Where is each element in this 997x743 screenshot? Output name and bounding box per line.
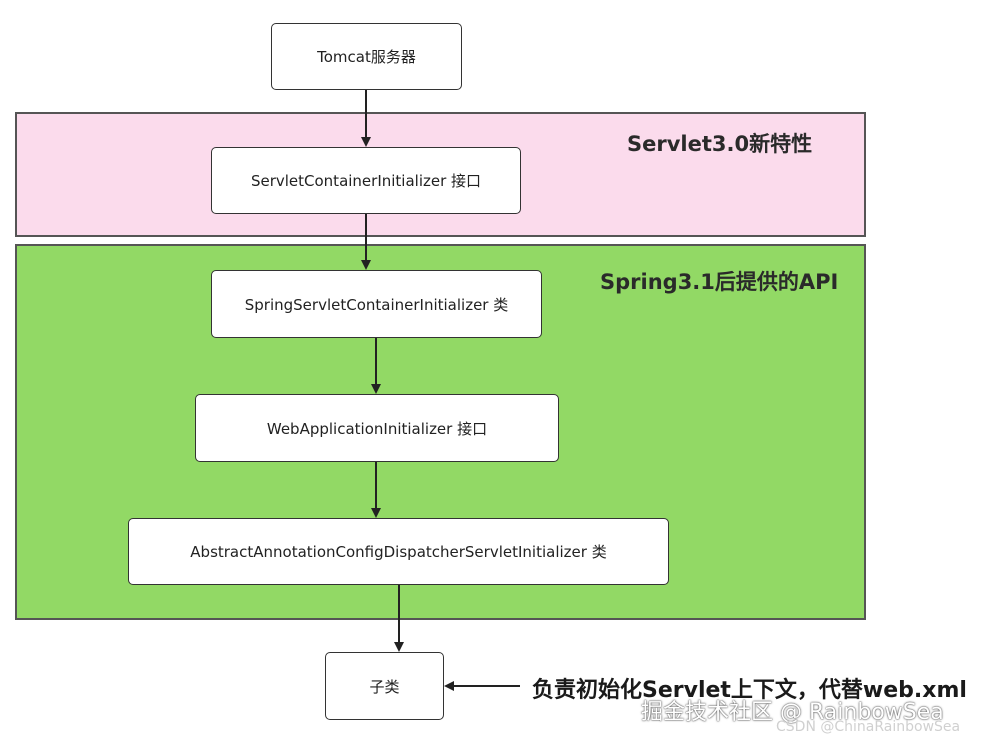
node-spring-servlet-container-initializer: SpringServletContainerInitializer 类: [211, 270, 542, 338]
node-tomcat-server: Tomcat服务器: [271, 23, 462, 90]
watermark-csdn: CSDN @ChinaRainbowSea: [776, 719, 961, 735]
node-servlet-container-initializer: ServletContainerInitializer 接口: [211, 147, 521, 214]
servlet3-region-title: Servlet3.0新特性: [627, 132, 813, 156]
watermark-juejin: 掘金技术社区 @ RainbowSea: [641, 700, 944, 725]
subclass-annotation: 负责初始化Servlet上下文，代替web.xml: [532, 678, 967, 703]
node-abstract-dispatcher-initializer: AbstractAnnotationConfigDispatcherServle…: [128, 518, 669, 585]
spring31-region-title: Spring3.1后提供的API: [600, 270, 839, 294]
node-web-application-initializer: WebApplicationInitializer 接口: [195, 394, 559, 462]
node-subclass: 子类: [325, 652, 444, 720]
